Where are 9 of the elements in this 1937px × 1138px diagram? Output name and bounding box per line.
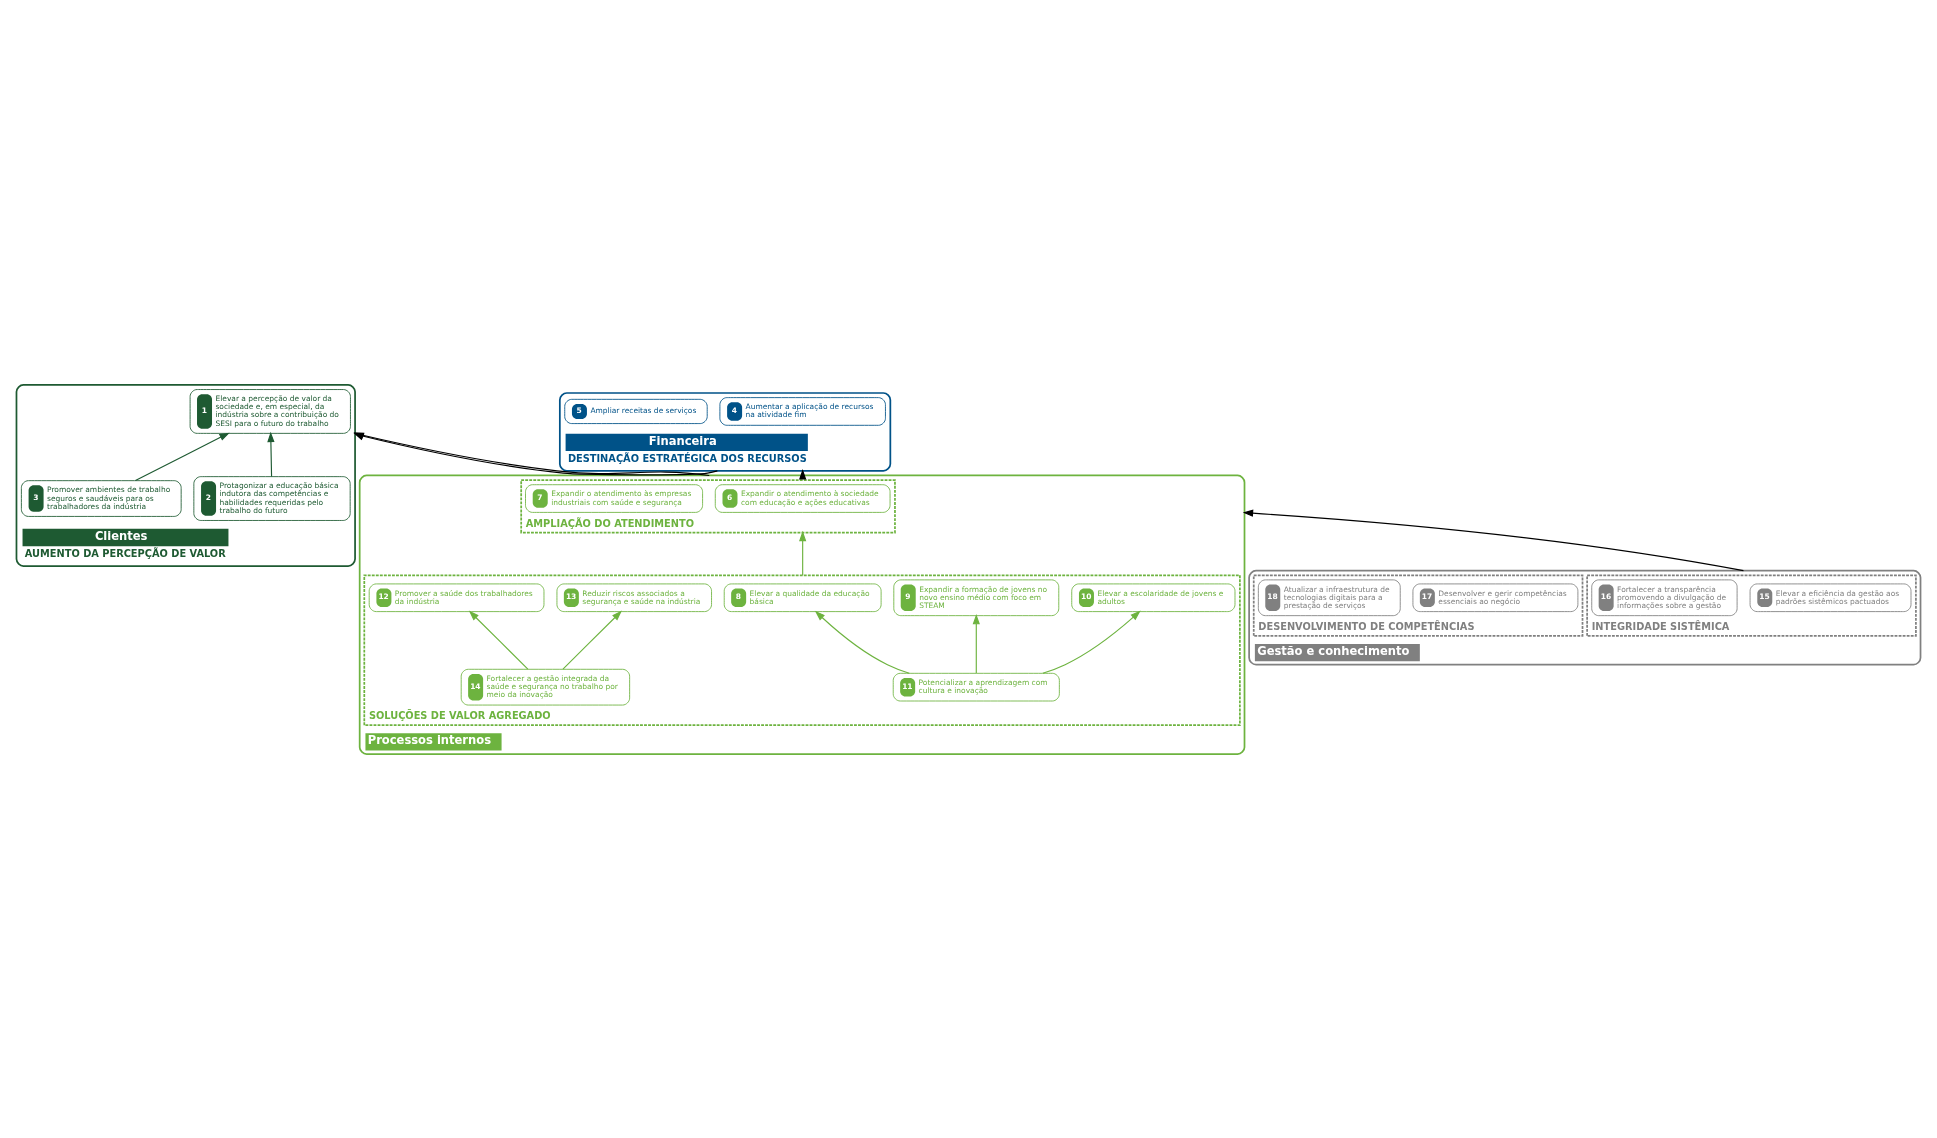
arrow [562, 610, 622, 670]
arrow [1242, 509, 1744, 571]
arrow [134, 432, 230, 481]
arrow [468, 610, 529, 670]
arrow [1042, 610, 1141, 674]
arrow [799, 530, 807, 576]
arrow [267, 431, 275, 477]
arrow [972, 613, 980, 674]
arrow [814, 610, 910, 674]
